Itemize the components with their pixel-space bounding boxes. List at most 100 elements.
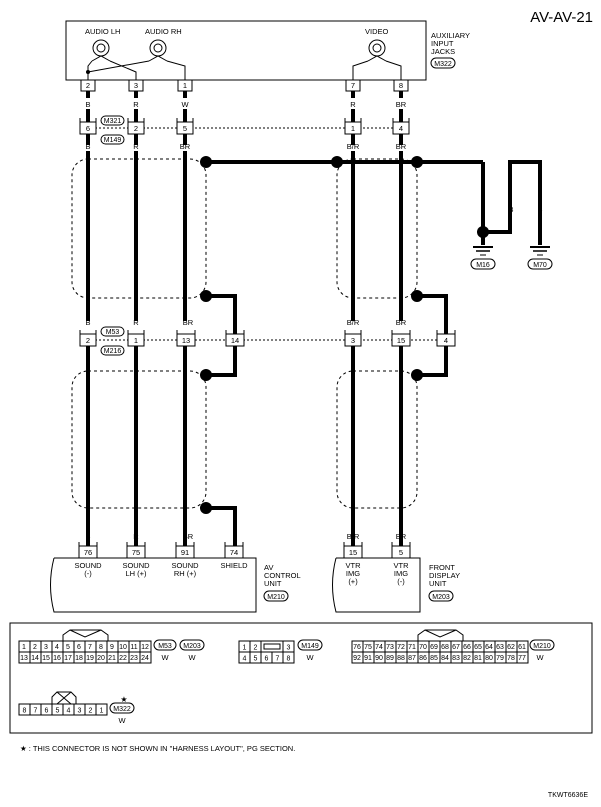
av-label: SOUND [74, 561, 102, 570]
conn-pin: 18 [75, 655, 83, 662]
wires-top [86, 91, 403, 122]
joint-upper-connector: M321 [104, 118, 122, 125]
conn-tag: M322 [113, 706, 131, 713]
wire-color: R [133, 318, 139, 327]
conn-pin: 11 [130, 644, 137, 651]
conn-pin: 24 [141, 655, 149, 662]
conn-pin: 70 [419, 644, 427, 651]
display-pin: 5 [399, 548, 403, 557]
connector-cell [139, 651, 152, 664]
joint-upper-pin: 1 [351, 124, 355, 133]
display-label: (+) [348, 577, 358, 586]
display-label: VTR [346, 561, 362, 570]
display-label: IMG [346, 569, 360, 578]
ground-connector: M16 [476, 262, 490, 269]
wire-color: B/R [347, 318, 360, 327]
conn-pin: 14 [31, 655, 39, 662]
video-label: VIDEO [365, 27, 389, 36]
conn-pin: 12 [141, 644, 149, 651]
conn-pin: 23 [130, 655, 138, 662]
aux-pin: 1 [183, 81, 187, 90]
conn-pin: 3 [287, 645, 291, 652]
conn-color: W [118, 716, 126, 725]
audio-lh-jack-icon [91, 39, 111, 62]
conn-pin: 82 [463, 655, 471, 662]
av-label: LH (+) [125, 569, 147, 578]
aux-jacks-connector: M322 [434, 61, 452, 68]
wire-color: R [133, 532, 139, 541]
conn-pin: 88 [397, 655, 405, 662]
conn-pin: 6 [45, 708, 49, 715]
wires-main [86, 134, 403, 546]
joint-upper-pin: 4 [399, 124, 403, 133]
conn-tag: M53 [158, 643, 172, 650]
joint-lower-pin: 4 [444, 336, 448, 345]
conn-pin: 69 [430, 644, 438, 651]
conn-pin: 71 [408, 644, 416, 651]
joint-lower-pin: 2 [86, 336, 90, 345]
av-unit-name-3: UNIT [264, 579, 282, 588]
conn-pin: 89 [386, 655, 394, 662]
joint-lower-pin: 15 [397, 336, 405, 345]
display-label: IMG [394, 569, 408, 578]
junction-dots [200, 156, 489, 238]
wire-color: B [85, 532, 90, 541]
wire-color: B [85, 142, 90, 151]
conn-pin: 1 [243, 645, 247, 652]
aux-input-jacks: AUDIO LH AUDIO RH VIDEO AUXILIARY INPUT … [65, 20, 470, 81]
aux-jacks-name-3: JACKS [431, 47, 455, 56]
conn-pin: 80 [485, 655, 493, 662]
shield-drain-upper [206, 160, 542, 245]
joint-connector-lower: 2 1 13 14 3 15 4 M53 M216 [79, 326, 456, 356]
av-pin: 74 [230, 548, 238, 557]
av-pin: 76 [84, 548, 92, 557]
conn-pin: 2 [89, 708, 93, 715]
wire-color: BR [396, 100, 407, 109]
conn-pin: 4 [67, 708, 71, 715]
conn-pin: 61 [518, 644, 526, 651]
shield-outlines [71, 158, 418, 509]
conn-pin: 5 [254, 656, 258, 663]
av-unit-name-1: AV [264, 563, 273, 572]
conn-pin: 8 [99, 644, 103, 651]
conn-pin: 91 [364, 655, 372, 662]
conn-pin: 78 [507, 655, 515, 662]
joint-lower-pin: 1 [134, 336, 138, 345]
conn-pin: 79 [496, 655, 504, 662]
wire-color: R [133, 100, 139, 109]
connector-face-32pin: 76 75 74 73 72 71 70 69 68 67 66 65 64 6… [351, 629, 555, 664]
conn-pin: 4 [243, 656, 247, 663]
conn-pin: 17 [64, 655, 72, 662]
conn-pin: 1 [22, 644, 26, 651]
av-unit-connector: M210 [267, 594, 285, 601]
page-code: AV-AV-21 [530, 9, 593, 26]
display-unit-name-2: DISPLAY [429, 571, 460, 580]
conn-pin: 19 [86, 655, 94, 662]
conn-pin: 75 [364, 644, 372, 651]
aux-jacks-name-1: AUXILIARY [431, 31, 470, 40]
conn-tag: M203 [183, 643, 201, 650]
wire-color: B [85, 318, 90, 327]
conn-pin: 81 [474, 655, 482, 662]
conn-pin: 74 [375, 644, 383, 651]
conn-pin: 22 [119, 655, 127, 662]
av-label: SOUND [122, 561, 150, 570]
conn-pin: 92 [353, 655, 361, 662]
conn-pin: 84 [441, 655, 449, 662]
conn-pin: 10 [119, 644, 127, 651]
conn-pin: 2 [254, 645, 258, 652]
conn-pin: 4 [55, 644, 59, 651]
wire-color: B [508, 205, 513, 214]
conn-color: W [161, 653, 169, 662]
wire-color: BR [183, 532, 194, 541]
wire-color: BR [396, 318, 407, 327]
aux-pin: 3 [134, 81, 138, 90]
conn-color: W [536, 653, 544, 662]
aux-jacks-name-2: INPUT [431, 39, 454, 48]
connector-face-8pin: 1 2 3 4 5 6 7 8 M149 W [238, 639, 323, 664]
shield-drain-mid [206, 294, 448, 546]
conn-pin: 1 [100, 708, 104, 715]
joint-upper-connector: M149 [104, 137, 122, 144]
conn-pin: 62 [507, 644, 515, 651]
